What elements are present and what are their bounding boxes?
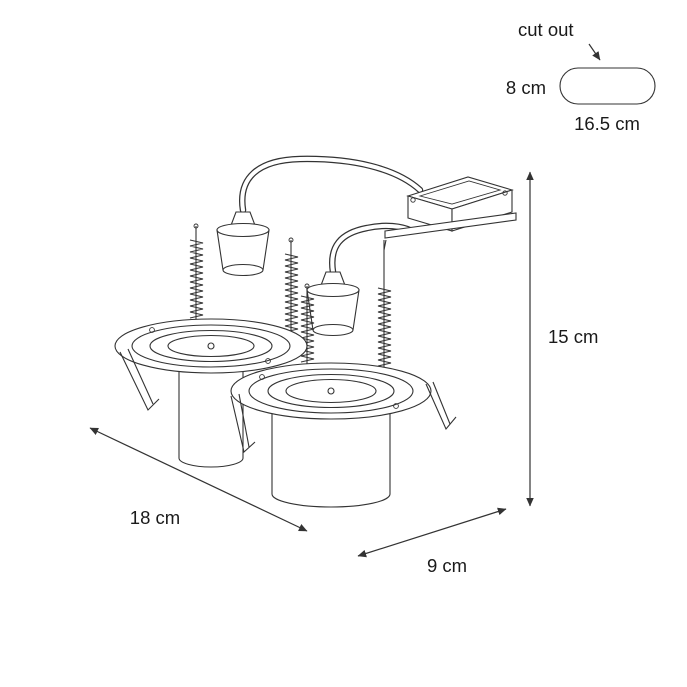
- trim-ring-left: [114, 318, 308, 374]
- cutout-legend: cut out 8 cm 16.5 cm: [506, 19, 656, 134]
- cutout-label: cut out: [518, 19, 574, 40]
- ring-screw: [149, 327, 155, 333]
- ring-screw: [393, 403, 399, 409]
- ring-screw: [265, 358, 271, 364]
- width-arrow: [89, 427, 308, 532]
- power-cables: [239, 155, 424, 276]
- dimension-width: 18 cm: [89, 427, 308, 532]
- cutout-height-label: 8 cm: [506, 77, 546, 98]
- trim-ring-right: [230, 362, 432, 420]
- ring-screw: [259, 374, 265, 380]
- lamp-holder-left: [216, 211, 270, 277]
- height-label: 15 cm: [548, 326, 598, 347]
- cutout-shape: [559, 67, 656, 105]
- dimension-height: 15 cm: [526, 171, 598, 507]
- mounting-springs: [189, 223, 392, 368]
- fixture-drawing: [114, 155, 517, 508]
- dimension-depth: 9 cm: [357, 507, 507, 576]
- depth-label: 9 cm: [427, 555, 467, 576]
- width-label: 18 cm: [130, 507, 180, 528]
- cutout-arrow: [588, 43, 601, 61]
- cutout-width-label: 16.5 cm: [574, 113, 640, 134]
- lamp-holder-right: [306, 271, 360, 337]
- depth-arrow: [357, 507, 507, 558]
